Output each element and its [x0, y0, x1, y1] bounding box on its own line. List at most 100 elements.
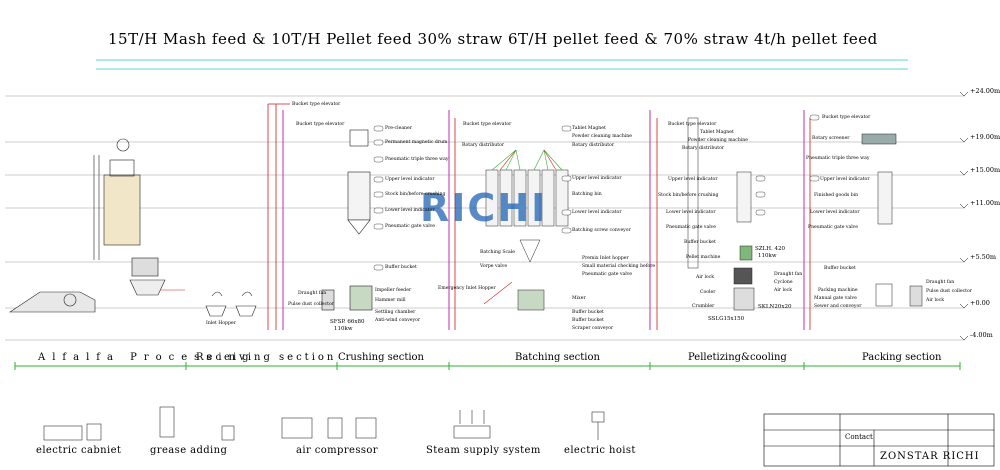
legend-electric-cabinet: electric cabniet — [36, 445, 122, 456]
dryer-icon — [355, 417, 377, 439]
label-gate-valve: Pneumatic gate valve — [385, 224, 435, 229]
label-gate-valve-2: Pneumatic gate valve — [582, 272, 632, 277]
label-air-lock-3: Air lock — [926, 298, 945, 303]
distribution-line — [505, 149, 517, 171]
alfalfa-silo — [103, 174, 141, 246]
level-label: +11.00m — [970, 199, 1000, 207]
level-marker — [959, 137, 969, 143]
label-pulse-dust: Pulse dust collector — [288, 302, 334, 307]
label-stock-bin: Stock bin/before crushing — [385, 192, 446, 197]
label-pellet-model: SZLH. 420 — [755, 246, 786, 252]
label-settling-chamber: Settling chamber — [375, 310, 416, 315]
cooler-body — [733, 287, 755, 311]
electric-cabinet-icon-2 — [86, 423, 102, 441]
distribution-line — [515, 149, 521, 171]
label-sewer-conveyor: Sewer and conveyor — [814, 304, 862, 309]
label-scraper-conveyor: Scraper conveyor — [572, 326, 614, 331]
label-buffer-bucket-5: Buffer bucket — [824, 266, 856, 271]
label-bucket-elevator-3: Bucket type elevator — [463, 122, 512, 127]
section-label-alfalfa: Alfalfa Processing — [38, 352, 256, 363]
level-label: +0.00 — [970, 299, 990, 307]
finished-goods-bin — [877, 171, 893, 225]
label-rotary-screener: Rotary screener — [812, 136, 850, 141]
label-cooler-model: SKLN20x20 — [758, 304, 792, 310]
callout-marker — [561, 227, 572, 234]
inlet-hopper-1 — [205, 305, 227, 317]
label-premix-hopper: Premix Inlet hopper — [582, 256, 629, 261]
air-compressor-icon — [281, 417, 313, 439]
legend-air-compressor: air compressor — [296, 445, 378, 456]
callout-marker — [561, 125, 572, 132]
label-draught-fan-2: Draught fan — [774, 272, 803, 277]
label-buffer-bucket: Buffer bucket — [385, 265, 417, 270]
hammer-mill-body — [349, 285, 373, 311]
batching-scale — [519, 239, 541, 263]
air-tank-icon — [327, 417, 343, 439]
label-small-checking: Small material checking before — [582, 264, 656, 269]
label-pre-cleaner: Pre-cleaner — [385, 126, 412, 131]
label-pellet-machine: Pellet machine — [686, 255, 721, 260]
mixer-body — [517, 289, 545, 311]
inlet-operator-1 — [211, 291, 223, 297]
label-draught-fan: Draught fan — [298, 291, 327, 296]
label-manual-gate: Manual gate valve — [814, 296, 857, 301]
premix-conveyor — [483, 281, 513, 305]
label-powder-cleaning-2: Powder cleaning machine — [688, 138, 748, 143]
label-rotary-distributor-2: Rotary distributor — [682, 146, 725, 151]
distribution-line — [543, 149, 549, 171]
level-marker — [959, 335, 969, 341]
callout-marker — [755, 209, 766, 216]
callout-marker — [561, 175, 572, 182]
alfalfa-equipment — [9, 138, 185, 313]
level-label: +24.00m — [970, 87, 1000, 95]
callout-marker — [755, 191, 766, 198]
callout-marker — [373, 264, 384, 271]
legend-grease-adding: grease adding — [150, 445, 228, 456]
floor-lines — [5, 95, 965, 341]
label-three-way-2: Pneumatic triple three way — [806, 156, 870, 161]
alfalfa-hopper — [131, 257, 159, 277]
level-marker — [959, 203, 969, 209]
dust-collector — [321, 289, 335, 311]
callout-marker — [373, 176, 384, 183]
label-emergency-hopper: Emergency Inlet Hopper — [438, 286, 496, 291]
callout-marker — [373, 207, 384, 214]
callout-marker — [373, 139, 384, 146]
section-ticks — [14, 362, 961, 370]
section-label-receiving: Receiving section — [196, 352, 337, 363]
level-marker — [959, 170, 969, 176]
label-mill-power: 110kw — [334, 326, 353, 332]
distribution-line-red — [499, 149, 517, 171]
legend-steam-supply: Steam supply system — [426, 445, 541, 456]
label-lower-level-4: Lower level indicator — [810, 210, 860, 215]
rotary-screener-body — [861, 133, 897, 145]
alfalfa-cyclone — [116, 138, 130, 152]
alfalfa-feeder — [129, 279, 166, 296]
level-marker — [959, 91, 969, 97]
crushing-precleaner — [349, 129, 369, 147]
label-upper-level-2: Upper level indicator — [572, 176, 622, 181]
callout-marker — [561, 209, 572, 216]
section-label-packing: Packing section — [862, 352, 942, 363]
section-label-crushing: Crushing section — [338, 352, 424, 363]
level-label: -4.00m — [970, 331, 993, 339]
label-rotary-distributor: Rotary distributor — [572, 143, 615, 148]
label-finished-goods: Finished goods bin — [814, 193, 859, 198]
pelleting-equipment — [687, 117, 755, 311]
label-rotary-distributor-left: Rotary distributor — [462, 143, 505, 148]
packing-dust-collector — [909, 285, 923, 307]
label-powder-cleaning: Powder cleaning machine — [572, 134, 632, 139]
label-lower-level-3: Lower level indicator — [666, 210, 716, 215]
label-bucket-elevator-5: Bucket type elevator — [822, 115, 871, 120]
label-mixer: Mixer — [572, 296, 586, 301]
level-label: +15.00m — [970, 166, 1000, 174]
callout-marker — [373, 191, 384, 198]
legend-icons — [43, 406, 605, 441]
batching-red-lines — [483, 149, 557, 305]
level-marker — [959, 257, 969, 263]
inlet-hopper-2 — [235, 305, 257, 317]
label-batching-scale: Batching Scale — [480, 250, 515, 255]
pellet-elevator — [687, 117, 699, 269]
